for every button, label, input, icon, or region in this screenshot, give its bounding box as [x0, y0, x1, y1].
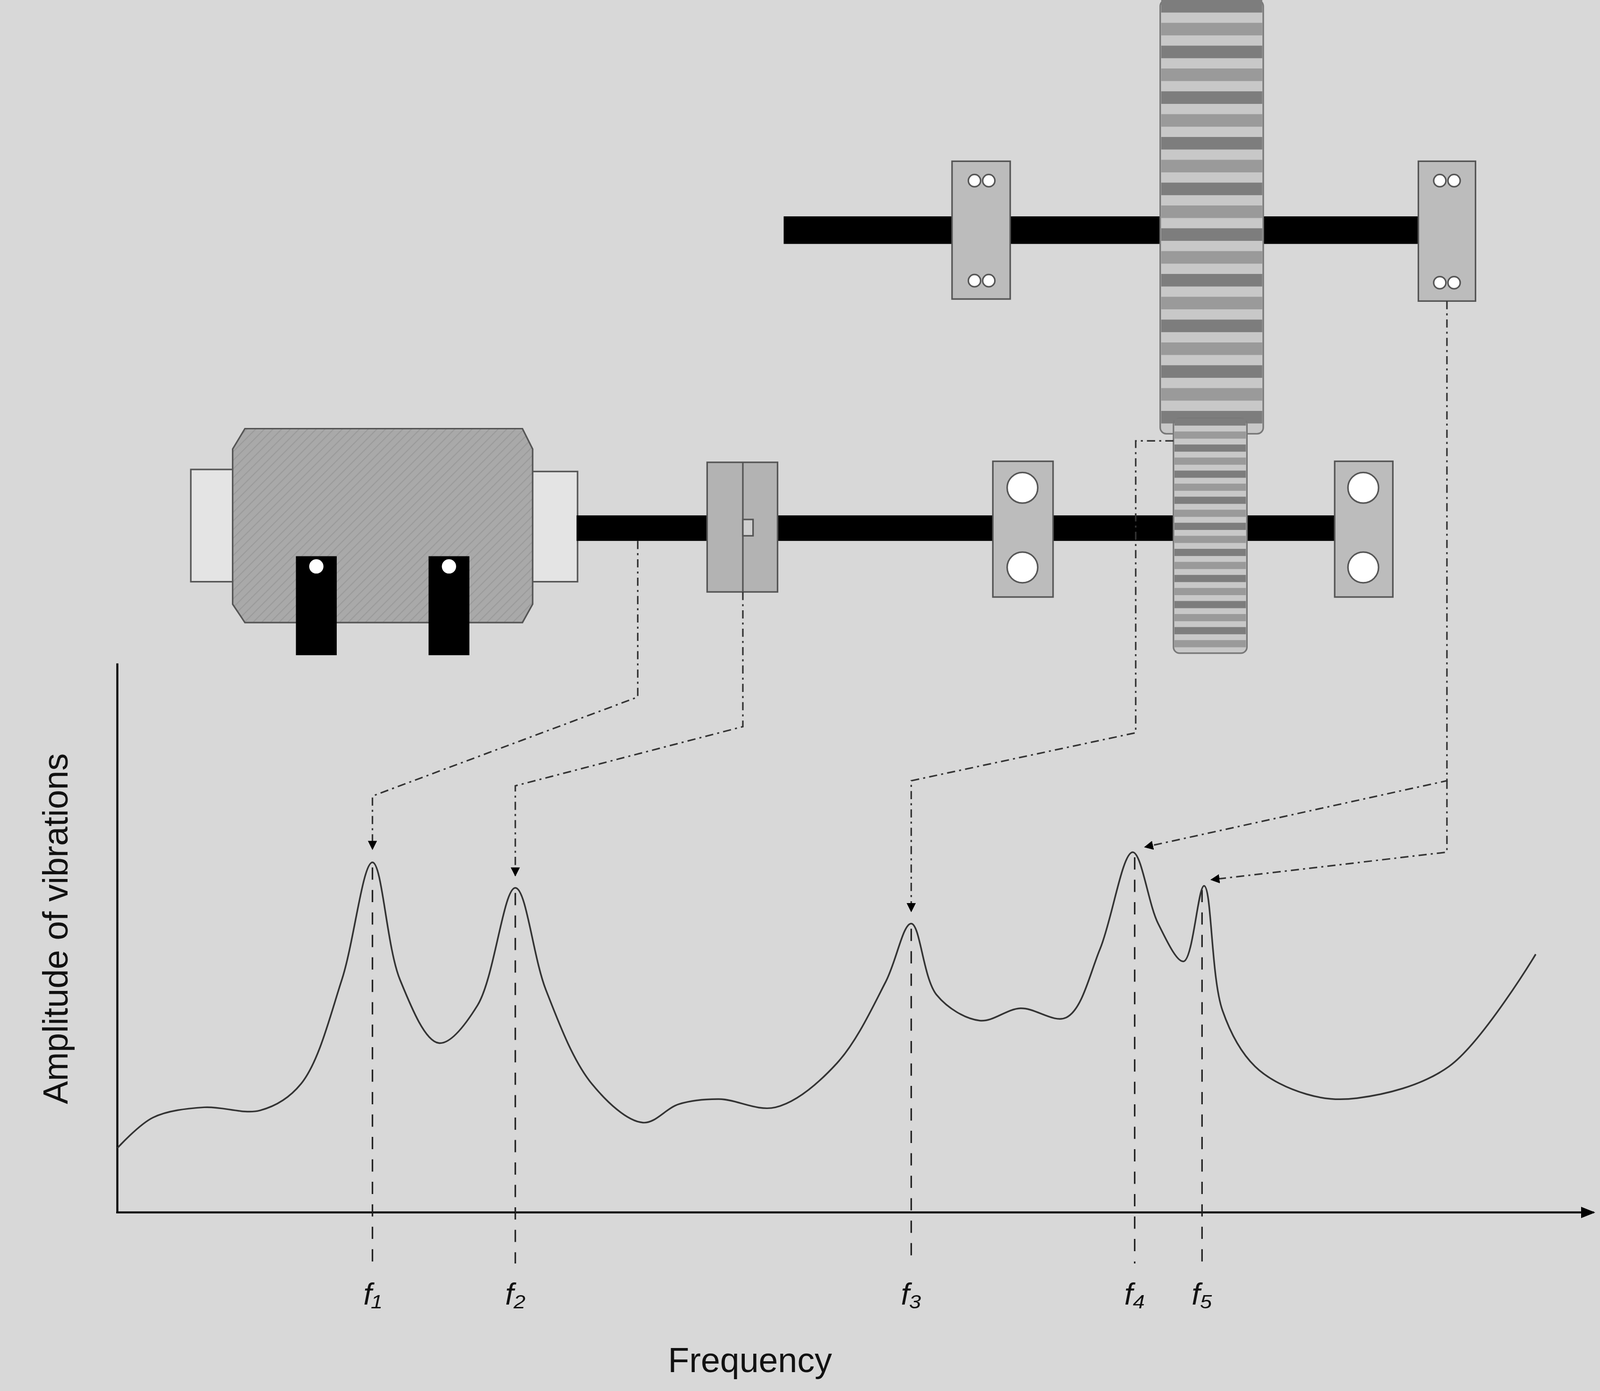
- frequency-label: f₂: [505, 1276, 526, 1311]
- gear-tooth: [1161, 91, 1263, 104]
- gear-tooth: [1161, 159, 1263, 173]
- frequency-label: f₄: [1124, 1276, 1146, 1311]
- pinion-gear: [1173, 418, 1248, 654]
- x-axis-title: Frequency: [668, 1341, 833, 1380]
- gear-body: [1173, 418, 1248, 654]
- gear-tooth: [1161, 182, 1263, 196]
- gear-tooth: [1161, 68, 1263, 82]
- gear-tooth: [1161, 205, 1263, 219]
- gear-tooth: [1174, 444, 1246, 452]
- gear-tooth: [1174, 535, 1246, 543]
- gear-tooth: [1174, 639, 1246, 647]
- gear-tooth: [1174, 431, 1246, 439]
- gear-tooth: [1161, 0, 1263, 13]
- gear-tooth: [1174, 522, 1246, 530]
- chart-axes: [116, 663, 1594, 1214]
- gear-tooth: [1161, 342, 1263, 356]
- gear-tooth: [1174, 418, 1246, 426]
- gear-tooth: [1161, 296, 1263, 310]
- gear-tooth: [1174, 470, 1246, 478]
- frequency-label: f₅: [1191, 1276, 1213, 1311]
- gear-tooth: [1174, 600, 1246, 608]
- gear-tooth: [1161, 365, 1263, 378]
- gear-tooth: [1174, 496, 1246, 504]
- gear-tooth: [1174, 561, 1246, 570]
- gear-tooth: [1161, 136, 1263, 150]
- gear-tooth: [1161, 22, 1263, 36]
- gear-tooth: [1161, 273, 1263, 287]
- gear-tooth: [1174, 587, 1246, 596]
- gear-tooth: [1174, 483, 1246, 491]
- y-axis-title: Amplitude of vibrations: [36, 753, 76, 1105]
- gear-tooth: [1174, 613, 1246, 622]
- gear-tooth: [1161, 388, 1263, 401]
- gear-tooth: [1161, 45, 1263, 59]
- output-shaft: [783, 216, 1422, 244]
- driven-gear: [1160, 0, 1264, 434]
- gear-body: [1160, 0, 1264, 434]
- frequency-markers: [372, 857, 1203, 1264]
- frequency-label: f₃: [901, 1276, 922, 1311]
- leader-lines: [372, 300, 1447, 911]
- gear-tooth: [1174, 457, 1246, 465]
- gear-tooth: [1174, 548, 1246, 556]
- coupling: [706, 462, 778, 592]
- gear-tooth: [1161, 319, 1263, 333]
- frequency-label: f₁: [363, 1276, 382, 1311]
- gear-tooth: [1174, 574, 1246, 582]
- gear-tooth: [1161, 114, 1263, 128]
- gear-tooth: [1161, 228, 1263, 241]
- gear-tooth: [1174, 627, 1246, 635]
- electric-motor: [190, 428, 578, 656]
- gear-tooth: [1174, 509, 1246, 517]
- gear-tooth: [1161, 251, 1263, 264]
- vibration-spectrum: [117, 851, 1536, 1149]
